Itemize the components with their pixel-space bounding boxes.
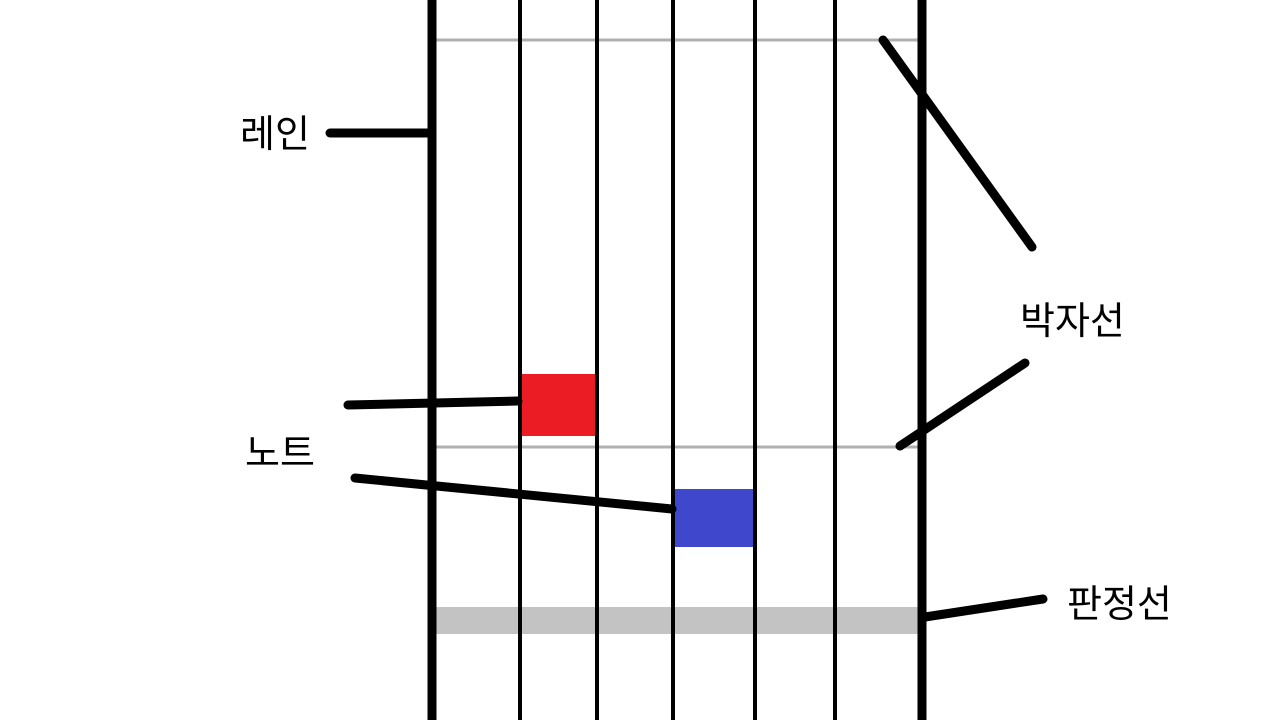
- note-blue: [675, 489, 755, 547]
- note-red: [518, 374, 598, 436]
- beat-line-pointer-top: [878, 35, 1037, 252]
- beat-line-label: 박자선: [1020, 299, 1125, 343]
- lane-label: 레인: [240, 112, 310, 156]
- note-label: 노트: [245, 431, 315, 475]
- note-pointer-red: [343, 396, 523, 410]
- judgement-line-pointer: [920, 594, 1048, 622]
- beat-line-pointer-middle: [895, 358, 1030, 451]
- note-pointer-blue: [350, 473, 677, 514]
- judgement-line-label: 판정선: [1067, 582, 1172, 626]
- judgement-line: [428, 607, 926, 634]
